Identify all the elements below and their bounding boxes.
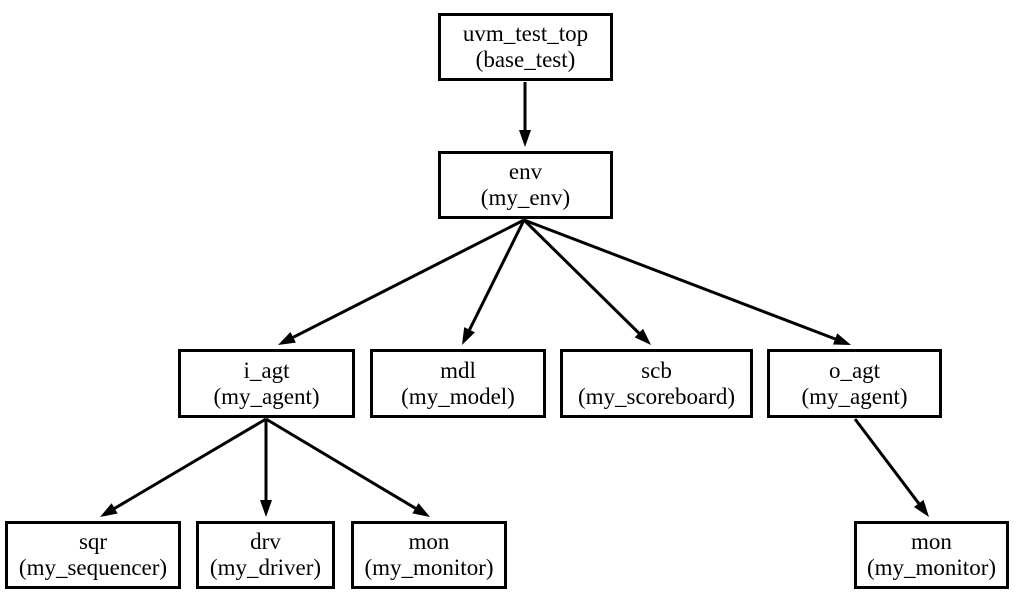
node-instance-name: o_agt — [828, 357, 881, 383]
node-class-name: (my_scoreboard) — [577, 383, 736, 409]
node-instance-name: env — [508, 159, 543, 185]
arrowhead-icon — [100, 503, 118, 517]
edge-line — [522, 218, 643, 337]
edge-i_agt-to-mon — [265, 417, 430, 517]
node-class-name: (base_test) — [475, 47, 576, 72]
node-class-name: (my_env) — [480, 185, 571, 210]
node-class-name: (my_model) — [401, 383, 515, 409]
edge-line — [466, 219, 526, 334]
node-drv[interactable]: drv(my_driver) — [196, 521, 335, 589]
node-env[interactable]: env(my_env) — [438, 151, 613, 219]
node-instance-name: uvm_test_top — [462, 21, 589, 47]
arrowhead-icon — [832, 333, 851, 345]
edge-line — [265, 417, 419, 512]
node-class-name: (my_monitor) — [866, 555, 997, 580]
node-i_agt[interactable]: i_agt(my_agent) — [178, 349, 355, 418]
node-sqr[interactable]: sqr(my_sequencer) — [5, 521, 181, 589]
arrowhead-icon — [462, 327, 475, 345]
node-o_agt[interactable]: o_agt(my_agent) — [767, 349, 942, 418]
node-instance-name: drv — [250, 529, 281, 555]
node-class-name: (my_sequencer) — [18, 555, 168, 580]
node-scb[interactable]: scb(my_scoreboard) — [560, 349, 753, 418]
node-class-name: (my_monitor) — [364, 555, 494, 580]
node-uvm_test_top[interactable]: uvm_test_top(base_test) — [438, 13, 613, 81]
edge-env-to-scb — [522, 218, 651, 345]
edge-o_agt-to-mon — [853, 418, 929, 517]
edge-line — [111, 417, 267, 512]
node-class-name: (my_agent) — [801, 383, 908, 409]
node-mon_in[interactable]: mon(my_monitor) — [351, 521, 507, 589]
edge-env-to-i_agt — [278, 218, 525, 345]
node-instance-name: mdl — [440, 357, 476, 383]
node-instance-name: sqr — [78, 529, 108, 555]
node-instance-name: mon — [408, 529, 450, 555]
edge-i_agt-to-drv — [260, 419, 272, 517]
arrowhead-icon — [278, 331, 296, 345]
node-class-name: (my_agent) — [213, 383, 320, 409]
edge-line — [523, 218, 839, 342]
node-instance-name: i_agt — [243, 357, 290, 383]
arrowhead-icon — [260, 500, 272, 517]
arrowhead-icon — [412, 503, 430, 517]
node-mon_out[interactable]: mon(my_monitor) — [854, 521, 1009, 589]
node-mdl[interactable]: mdl(my_model) — [370, 349, 546, 418]
arrowhead-icon — [913, 499, 929, 517]
node-class-name: (my_driver) — [209, 555, 322, 580]
edge-env-to-o_agt — [523, 218, 851, 345]
edge-test-to-env — [519, 82, 531, 147]
edge-line — [289, 218, 525, 340]
node-instance-name: mon — [911, 529, 952, 555]
arrowhead-icon — [519, 130, 531, 147]
edge-line — [853, 418, 922, 507]
edge-i_agt-to-sqr — [100, 417, 267, 517]
edge-env-to-mdl — [462, 219, 526, 345]
arrowhead-icon — [634, 328, 651, 345]
node-instance-name: scb — [641, 357, 672, 383]
